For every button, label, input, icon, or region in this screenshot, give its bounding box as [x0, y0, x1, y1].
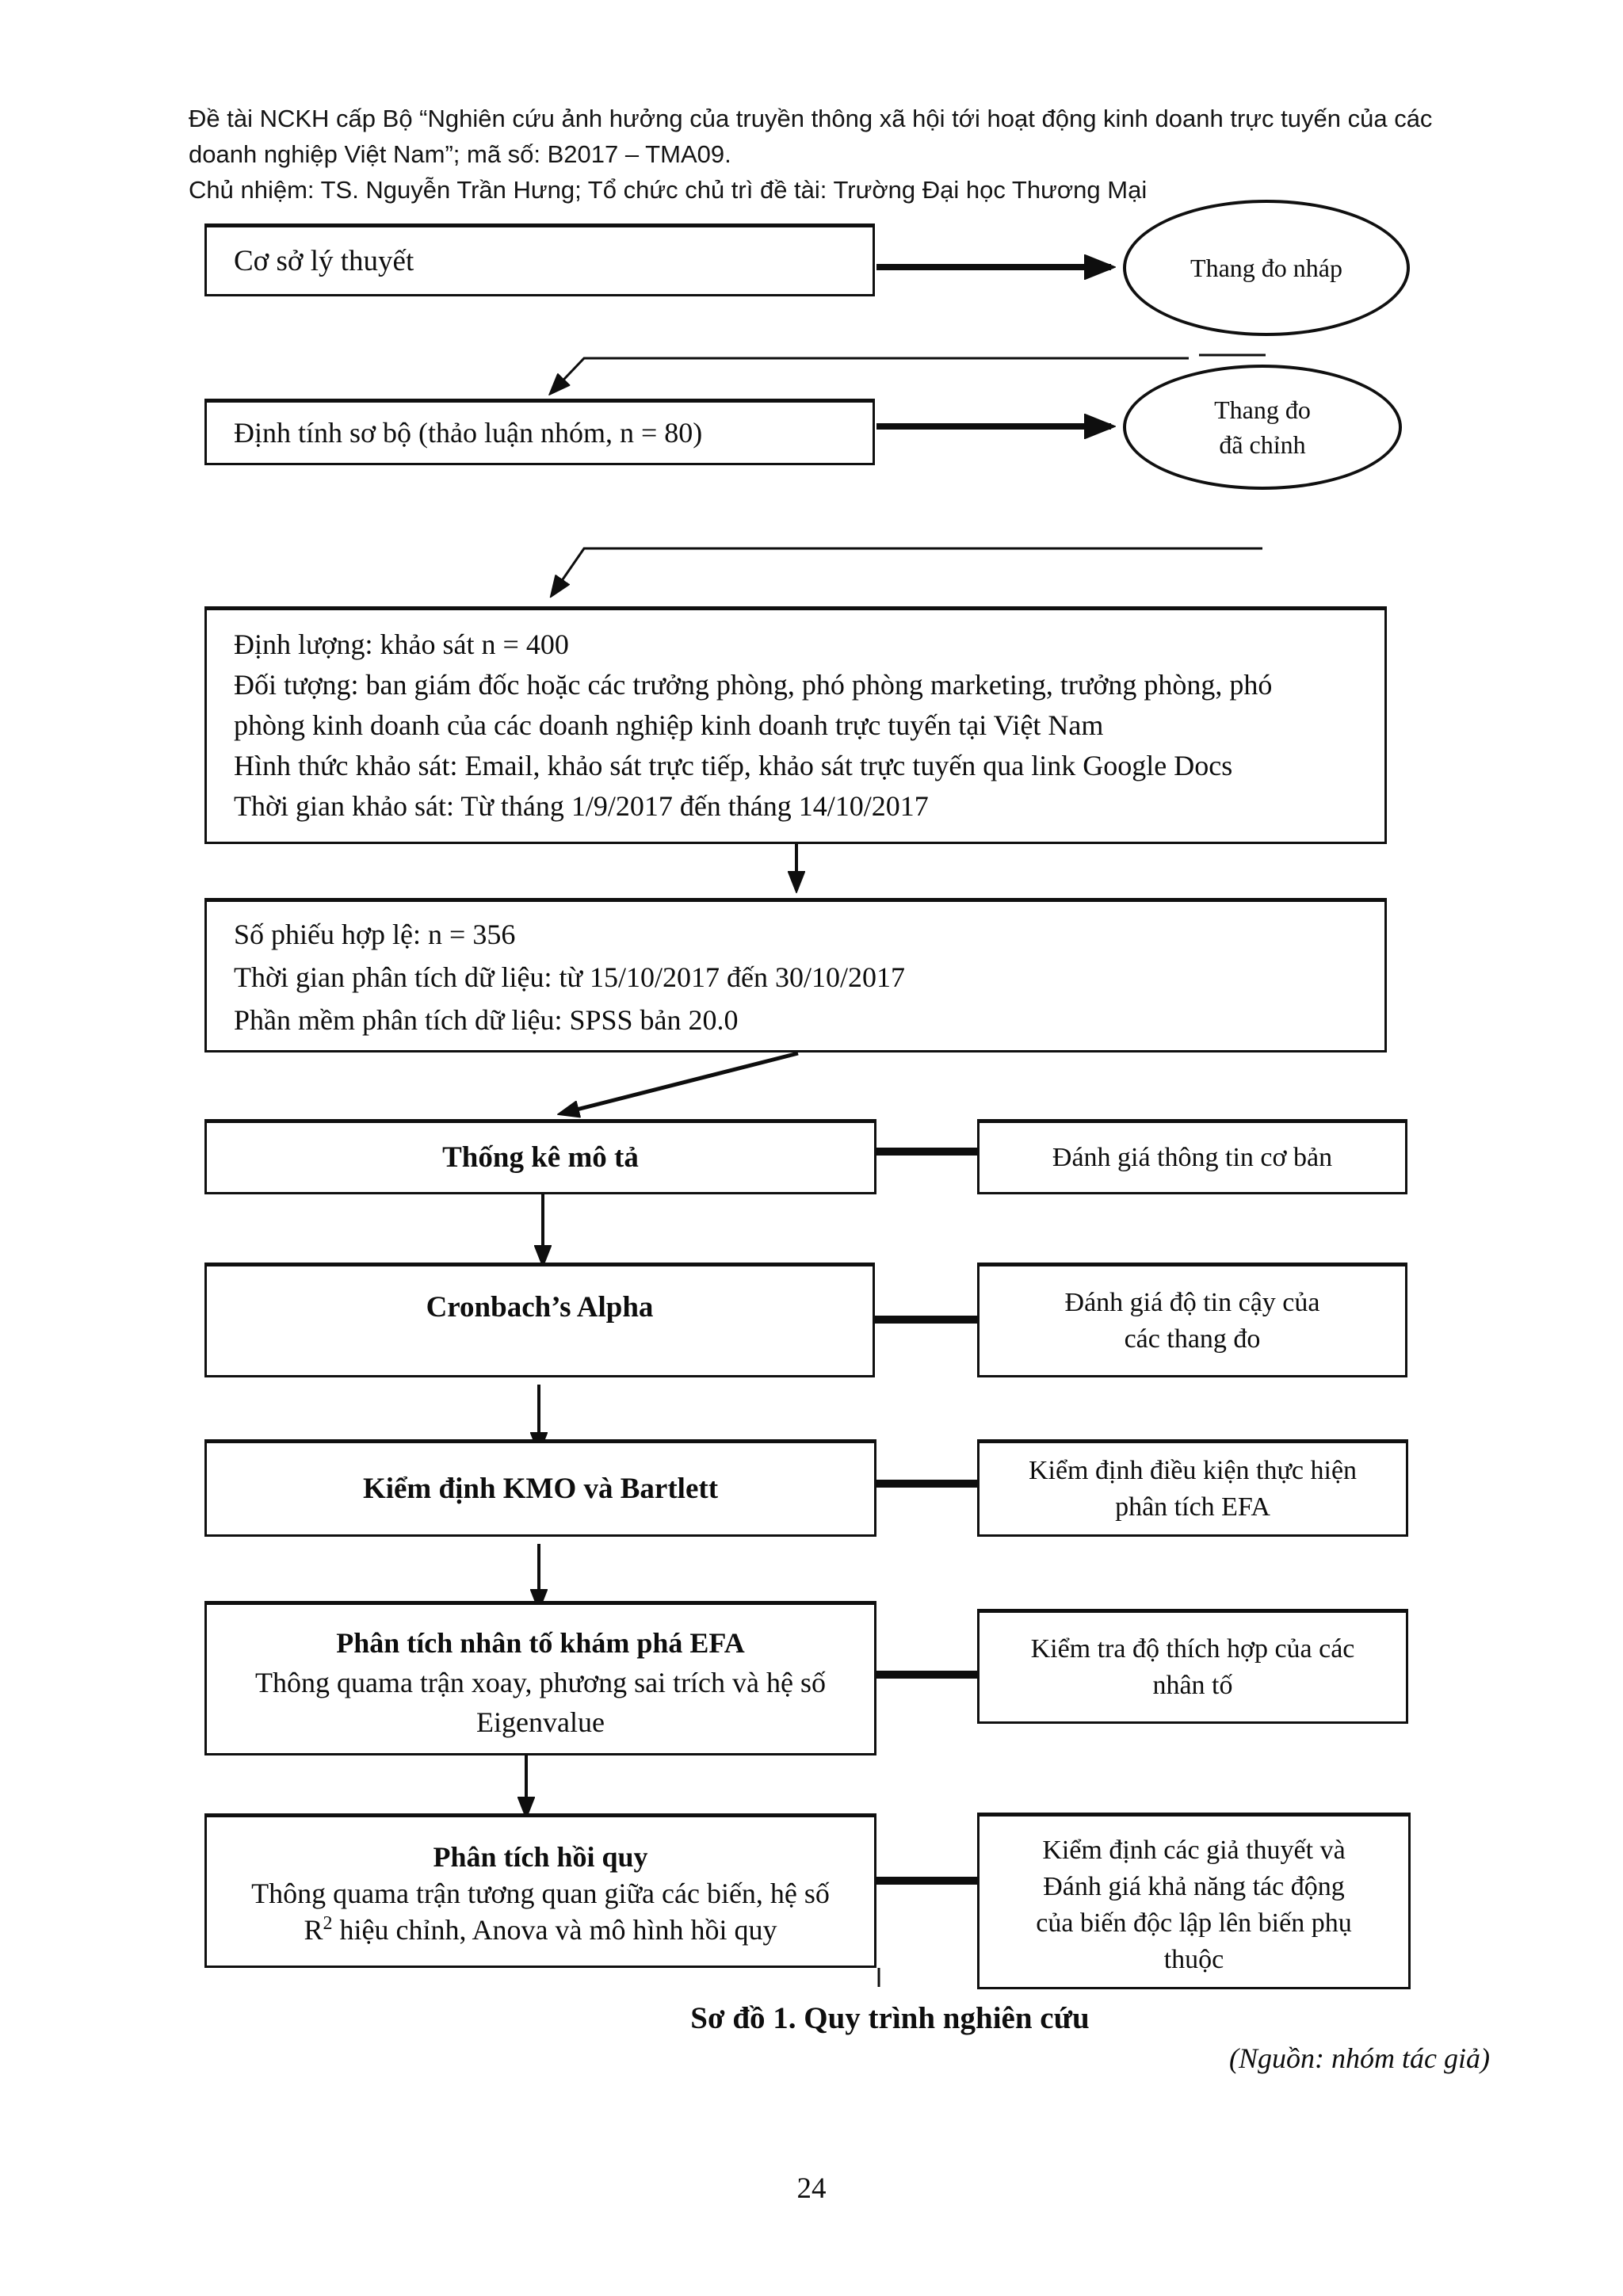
arrow-valid-to-descriptive [561, 1051, 799, 1114]
valid-line-3: Phần mềm phân tích dữ liệu: SPSS bản 20.… [234, 1004, 739, 1036]
page-number: 24 [796, 2172, 827, 2205]
flow-box-cronbach: Cronbach’s Alpha [204, 1263, 875, 1377]
elbow-adjusted-to-quantitative [552, 547, 1262, 594]
page-header: Đề tài NCKH cấp Bộ “Nghiên cứu ảnh hưởng… [189, 101, 1504, 208]
regression-line-2: R2 hiệu chỉnh, Anova và mô hình hồi quy [207, 1912, 874, 1948]
valid-line-2: Thời gian phân tích dữ liệu: từ 15/10/20… [234, 961, 905, 993]
quantitative-line-3: phòng kinh doanh của các doanh nghiệp ki… [234, 709, 1104, 741]
draft-scale-label: Thang đo nháp [1190, 254, 1342, 282]
note-regression-line-2: Đánh giá khả năng tác động [1043, 1872, 1345, 1901]
quantitative-line-1: Định lượng: khảo sát n = 400 [234, 628, 569, 660]
flow-box-theory-label: Cơ sở lý thuyết [234, 244, 414, 277]
note-regression-line-4: thuộc [1163, 1945, 1224, 1974]
efa-title: Phân tích nhân tố khám phá EFA [336, 1627, 745, 1659]
note-descriptive-label: Đánh giá thông tin cơ bản [1052, 1142, 1333, 1172]
quantitative-line-4: Hình thức khảo sát: Email, khảo sát trực… [234, 750, 1233, 781]
figure-caption: Sơ đồ 1. Quy trình nghiên cứu [690, 2001, 1090, 2035]
efa-line-2: Eigenvalue [476, 1706, 605, 1738]
flow-box-descriptive: Thống kê mô tả [204, 1119, 876, 1194]
adjusted-scale-line-2: đã chỉnh [1219, 430, 1306, 459]
elbow-draft-to-qualitative [552, 357, 1189, 392]
quantitative-line-2: Đối tượng: ban giám đốc hoặc các trưởng … [234, 669, 1273, 701]
flow-note-efa: Kiểm tra độ thích hợp của các nhân tố [977, 1609, 1408, 1724]
header-line-2: doanh nghiệp Việt Nam”; mã số: B2017 – T… [189, 140, 731, 168]
note-regression-line-3: của biến độc lập lên biến phụ [1036, 1908, 1352, 1938]
flow-box-quantitative: Định lượng: khảo sát n = 400 Đối tượng: … [204, 606, 1387, 844]
flow-box-valid-responses: Số phiếu hợp lệ: n = 356 Thời gian phân … [204, 898, 1387, 1052]
efa-line-1: Thông quama trận xoay, phương sai trích … [254, 1667, 827, 1698]
note-kmo-line-2: phân tích EFA [1115, 1492, 1270, 1522]
note-efa-line-1: Kiểm tra độ thích hợp của các [1030, 1633, 1355, 1664]
kmo-title: Kiểm định KMO và Bartlett [362, 1473, 719, 1505]
regression-line-2-rest: hiệu chỉnh, Anova và mô hình hồi quy [332, 1914, 777, 1946]
flow-ellipse-adjusted-scale: Thang đo đã chỉnh [1123, 365, 1402, 490]
header-line-1: Đề tài NCKH cấp Bộ “Nghiên cứu ảnh hưởng… [189, 105, 1433, 132]
note-regression-line-1: Kiểm định các giả thuyết và [1042, 1836, 1346, 1865]
header-line-3: Chủ nhiệm: TS. Nguyễn Trần Hưng; Tổ chức… [189, 176, 1148, 204]
flow-box-kmo: Kiểm định KMO và Bartlett [204, 1439, 876, 1537]
flow-note-regression: Kiểm định các giả thuyết và Đánh giá khả… [977, 1813, 1411, 1989]
valid-line-1: Số phiếu hợp lệ: n = 356 [234, 919, 516, 950]
regression-title: Phân tích hồi quy [433, 1841, 648, 1873]
cronbach-title: Cronbach’s Alpha [426, 1291, 654, 1324]
flow-note-descriptive: Đánh giá thông tin cơ bản [977, 1119, 1407, 1194]
qualitative-label: Định tính sơ bộ (thảo luận nhóm, n = 80) [234, 417, 703, 449]
flow-note-kmo: Kiểm định điều kiện thực hiện phân tích … [977, 1439, 1408, 1537]
flow-box-regression: Phân tích hồi quy Thông quama trận tương… [204, 1813, 876, 1968]
adjusted-scale-line-1: Thang đo [1214, 395, 1311, 424]
regression-r: R [304, 1914, 323, 1946]
regression-line-1: Thông quama trận tương quan giữa các biế… [251, 1878, 830, 1909]
flow-ellipse-draft-scale: Thang đo nháp [1123, 200, 1410, 336]
descriptive-title: Thống kê mô tả [442, 1141, 639, 1174]
flow-box-qualitative: Định tính sơ bộ (thảo luận nhóm, n = 80) [204, 399, 875, 465]
flow-box-efa: Phân tích nhân tố khám phá EFA Thông qua… [204, 1601, 876, 1755]
figure-source: (Nguồn: nhóm tác giả) [1229, 2042, 1490, 2074]
quantitative-line-5: Thời gian khảo sát: Từ tháng 1/9/2017 đế… [234, 790, 929, 822]
note-efa-line-2: nhân tố [1152, 1670, 1233, 1700]
flow-box-theory: Cơ sở lý thuyết [204, 223, 875, 296]
regression-r-sup: 2 [323, 1913, 333, 1934]
note-cronbach-line-2: các thang đo [1124, 1324, 1261, 1354]
note-cronbach-line-1: Đánh giá độ tin cậy của [1064, 1287, 1320, 1317]
note-kmo-line-1: Kiểm định điều kiện thực hiện [1028, 1455, 1358, 1485]
flow-note-cronbach: Đánh giá độ tin cậy của các thang đo [977, 1263, 1407, 1377]
